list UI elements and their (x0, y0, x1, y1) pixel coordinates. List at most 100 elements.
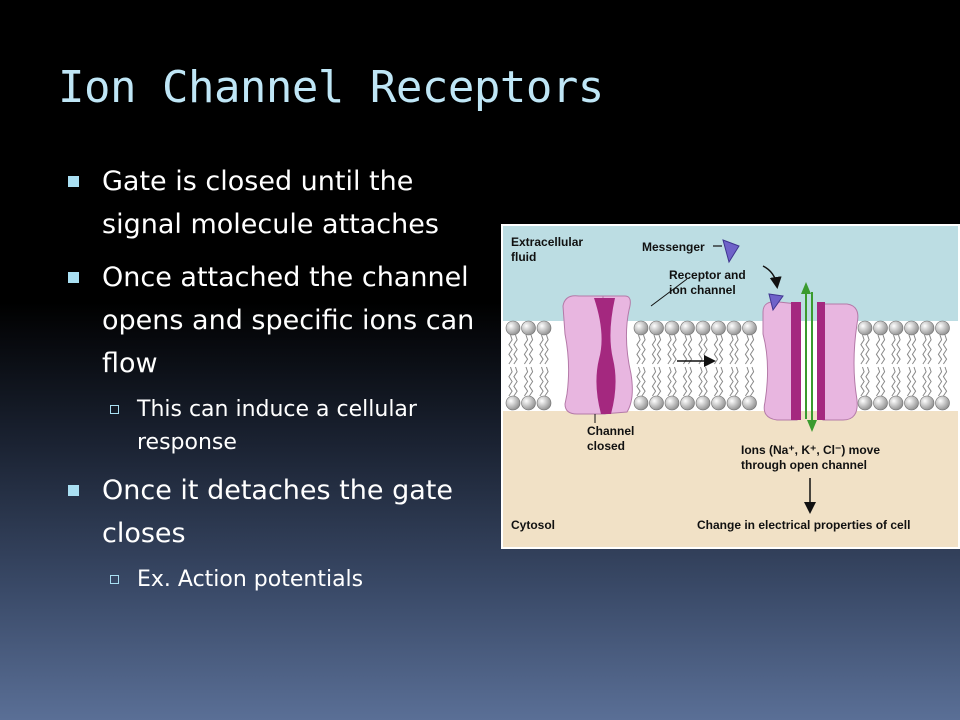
lipid-tail (891, 334, 896, 365)
phospholipid-head (919, 320, 935, 336)
phospholipid-heads (505, 320, 950, 411)
lipid-tail (656, 334, 662, 365)
phospholipid-head (521, 320, 536, 336)
phospholipid-head (873, 395, 888, 411)
lipid-tail (875, 334, 881, 365)
lipid-tail (513, 334, 518, 365)
lipid-tail (528, 366, 534, 397)
bullet-item: Gate is closed until the signal molecule… (66, 160, 476, 246)
phospholipid-head (711, 320, 726, 336)
lipid-tail (927, 366, 932, 397)
lipid-tail (749, 334, 755, 365)
phospholipid-head (505, 395, 521, 411)
lipid-tail (641, 366, 646, 397)
lipid-tail (734, 334, 739, 365)
lipid-tail (911, 334, 917, 365)
phospholipid-head (935, 395, 950, 411)
phospholipid-head (919, 395, 935, 411)
change-label: Change in electrical properties of cell (697, 518, 910, 532)
lipid-tail (513, 366, 518, 397)
phospholipid-head (649, 320, 664, 336)
lipid-tail (718, 334, 724, 365)
lipid-tail (698, 334, 703, 365)
phospholipid-head (695, 320, 711, 336)
lipid-tail (875, 366, 881, 397)
phospholipid-head (633, 320, 649, 336)
lipid-tail (718, 366, 724, 397)
lipid-tail (636, 334, 641, 365)
phospholipid-head (649, 395, 664, 411)
open-channel (762, 301, 859, 421)
lipid-tail (906, 366, 912, 397)
lipid-tail (667, 334, 672, 365)
phospholipid-head (680, 320, 695, 336)
bullet-square-icon (68, 485, 79, 496)
lipid-tail (508, 366, 513, 397)
bound-messenger-icon (768, 293, 784, 312)
messenger-molecule-icon (722, 239, 740, 264)
bullet-item: Once attached the channel opens and spec… (66, 256, 476, 385)
lipid-tail (729, 366, 734, 397)
lipid-tail (656, 366, 662, 397)
lipid-tail (865, 334, 870, 365)
phospholipid-head (633, 395, 649, 411)
channel-closed-label-line1: Channel (587, 424, 634, 438)
phospholipid-head (521, 395, 536, 411)
slide-title: Ion Channel Receptors (58, 62, 604, 113)
closed-channel (562, 295, 633, 415)
lipid-tail (528, 334, 534, 365)
lipid-tail (942, 334, 948, 365)
lipid-tail (860, 334, 865, 365)
sub-bullet-square-icon (110, 405, 119, 414)
extracellular-label-line2: fluid (511, 250, 536, 264)
receptor-label-line2: ion channel (669, 283, 736, 297)
lipid-tail (682, 334, 688, 365)
lipid-tail (744, 366, 750, 397)
phospholipid-head (904, 395, 919, 411)
lipid-tail (641, 334, 646, 365)
bullet-list: Gate is closed until the signal molecule… (66, 160, 476, 606)
lipid-tail (544, 366, 549, 397)
ions-label-line2: through open channel (741, 458, 867, 472)
lipid-tail (544, 334, 549, 365)
lipid-tail (698, 366, 703, 397)
lipid-tail (896, 334, 901, 365)
ions-label-line1: Ions (Na⁺, K⁺, Cl⁻) move (741, 443, 880, 457)
ion-channel-diagram: Extracellular fluid Messenger Receptor a… (501, 224, 960, 549)
bullet-text: Once attached the channel opens and spec… (102, 262, 475, 379)
lipid-tail (523, 334, 529, 365)
lipid-tails (508, 334, 948, 397)
bullet-square-icon (68, 176, 79, 187)
phospholipid-head (888, 320, 904, 336)
lipid-tail (880, 366, 886, 397)
lipid-tail (865, 366, 870, 397)
bullet-text: Once it detaches the gate closes (102, 475, 453, 549)
bullet-item: Once it detaches the gate closes (66, 469, 476, 555)
receptor-label-line1: Receptor and (669, 268, 746, 282)
lipid-tail (687, 366, 693, 397)
lipid-tail (749, 366, 755, 397)
lipid-tail (734, 366, 739, 397)
phospholipid-head (726, 395, 742, 411)
phospholipid-head (904, 320, 919, 336)
bullet-square-icon (68, 272, 79, 283)
phospholipid-head (742, 320, 757, 336)
lipid-tail (523, 366, 529, 397)
sub-bullet-item: Ex. Action potentials (66, 563, 476, 596)
lipid-tail (672, 366, 677, 397)
phospholipid-head (935, 320, 950, 336)
phospholipid-head (742, 395, 757, 411)
lipid-tail (682, 366, 688, 397)
lipid-tail (508, 334, 513, 365)
lipid-tail (651, 334, 657, 365)
binding-arrow-icon (762, 265, 782, 289)
cytosol-region (503, 411, 958, 547)
lipid-tail (729, 334, 734, 365)
phospholipid-head (857, 395, 873, 411)
lipid-tail (896, 366, 901, 397)
phospholipid-head (505, 320, 521, 336)
messenger-label: Messenger (642, 240, 705, 254)
sub-bullet-text: This can induce a cellular response (137, 397, 417, 455)
lipid-tail (651, 366, 657, 397)
lipid-tail (713, 366, 719, 397)
